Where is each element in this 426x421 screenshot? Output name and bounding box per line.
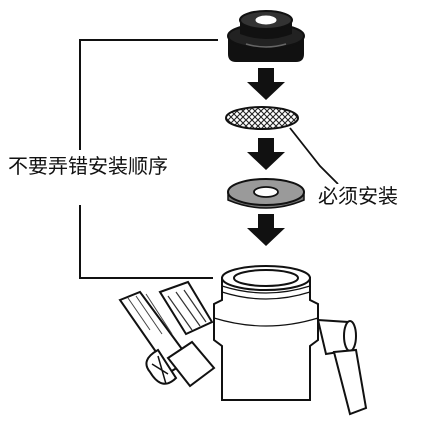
must-install-label: 必须安装 bbox=[318, 184, 398, 208]
faucet-connector-icon bbox=[118, 265, 368, 416]
must-install-pointer bbox=[289, 127, 339, 185]
down-arrow-icon bbox=[247, 68, 285, 100]
rubber-gasket-icon bbox=[227, 10, 305, 62]
down-arrow-icon bbox=[247, 214, 285, 246]
down-arrow-icon bbox=[247, 138, 285, 170]
order-bracket bbox=[79, 39, 218, 279]
mesh-filter-icon bbox=[225, 106, 299, 130]
gray-washer-icon bbox=[227, 178, 305, 209]
order-warning-label: 不要弄错安装顺序 bbox=[8, 154, 168, 178]
